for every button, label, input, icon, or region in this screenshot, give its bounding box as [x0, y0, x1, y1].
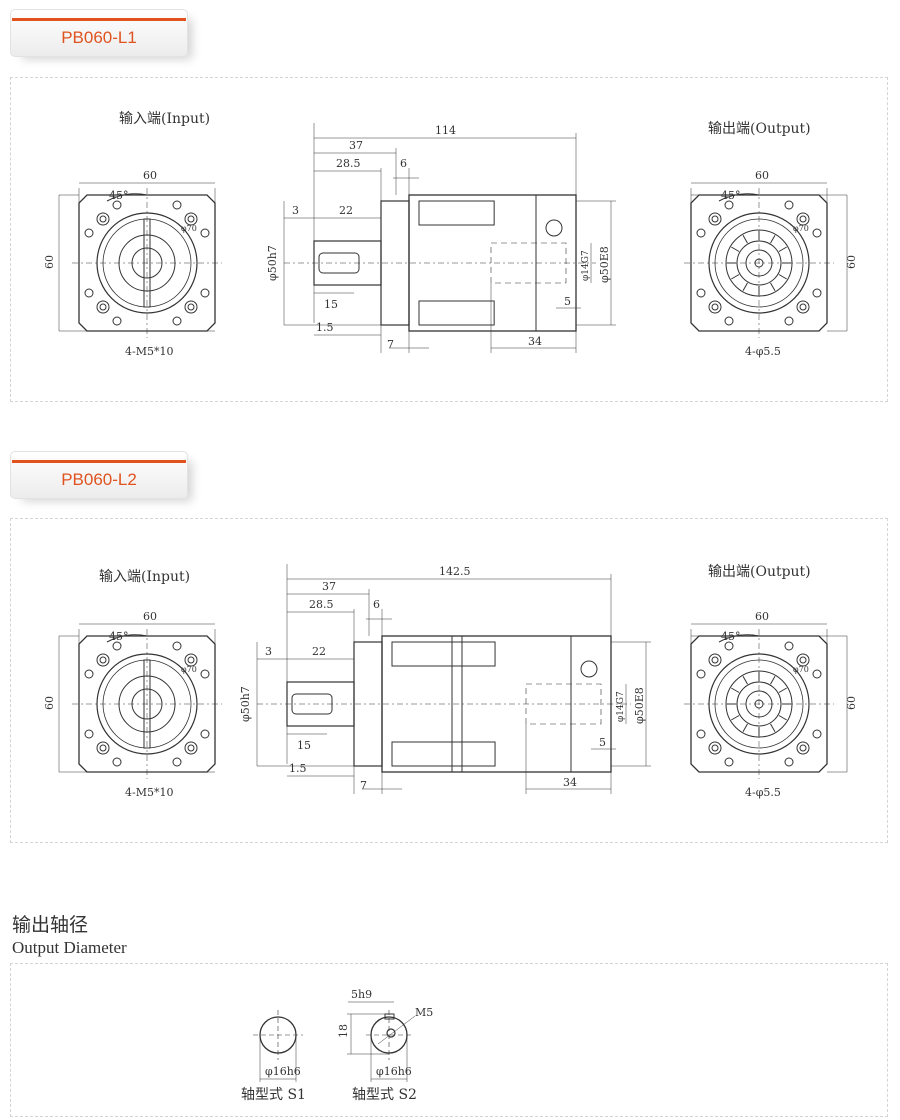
dim-1-5: 1.5: [316, 321, 334, 334]
dim-22: 22: [312, 645, 326, 658]
shaft-s1-drawing: φ16h6 轴型式 S1: [241, 1010, 306, 1103]
output-holes-dim: 4-φ5.5: [745, 786, 781, 799]
dim-15: 15: [297, 739, 311, 752]
spigot-diameter-dim: φ50E8: [598, 246, 611, 283]
s2-thread: M5: [415, 1006, 433, 1019]
side-view: [256, 564, 651, 794]
dim-22: 22: [339, 204, 353, 217]
section-heading-cn: 输出轴径: [12, 914, 89, 936]
input-height-dim: 60: [43, 255, 56, 269]
dim-34: 34: [528, 335, 542, 348]
output-flange-view: [684, 182, 848, 338]
input-width-dim: 60: [143, 169, 157, 182]
input-holes-dim: 4-M5*10: [125, 786, 173, 799]
dim-7: 7: [387, 338, 394, 351]
dim-3: 3: [292, 204, 299, 217]
drawing-panel-l2: 输入端(Input) 输出端(Output) 60 60 45° φ70 4-M5*10 60…: [10, 518, 888, 843]
overall-length-dim: 114: [435, 124, 456, 137]
input-height-dim: 60: [43, 696, 56, 710]
dim-6: 6: [400, 157, 407, 170]
input-width-dim: 60: [143, 610, 157, 623]
dim-15: 15: [324, 298, 338, 311]
model-title: PB060-L1: [61, 28, 137, 47]
pilot-diameter-dim: φ50h7: [266, 245, 279, 281]
dim-7: 7: [360, 779, 367, 792]
output-height-dim: 60: [845, 255, 858, 269]
model-title: PB060-L2: [61, 470, 137, 489]
dim-28-5: 28.5: [309, 598, 334, 611]
input-holes-dim: 4-M5*10: [125, 345, 173, 358]
model-tab-l1: PB060-L1: [10, 9, 188, 57]
dim-5: 5: [564, 295, 571, 308]
input-angle-dim: 45°: [109, 630, 129, 643]
spigot-diameter-dim: φ50E8: [633, 687, 646, 724]
s1-diameter: φ16h6: [265, 1065, 301, 1078]
output-pcd-dim: φ70: [793, 665, 809, 674]
dim-37: 37: [349, 139, 363, 152]
input-pcd-dim: φ70: [181, 224, 197, 233]
bore-diameter-dim: φ14G7: [616, 691, 626, 722]
output-width-dim: 60: [755, 169, 769, 182]
input-pcd-dim: φ70: [181, 665, 197, 674]
dim-37: 37: [322, 580, 336, 593]
output-height-dim: 60: [845, 696, 858, 710]
output-width-dim: 60: [755, 610, 769, 623]
bore-diameter-dim: φ14G7: [581, 250, 591, 281]
model-tab-l2: PB060-L2: [10, 451, 188, 499]
shaft-s2-drawing: 5h9 18 M5 φ16h6 轴型式 S2: [337, 988, 433, 1103]
dim-1-5: 1.5: [289, 762, 307, 775]
section-heading-en: Output Diameter: [12, 938, 127, 957]
output-side-label: 输出端(Output): [708, 121, 811, 137]
output-flange-view: [684, 623, 848, 779]
s2-key-width: 5h9: [351, 988, 372, 1001]
dim-28-5: 28.5: [336, 157, 361, 170]
input-flange-view: [58, 623, 222, 779]
s2-diameter: φ16h6: [376, 1065, 412, 1078]
side-view: [283, 123, 616, 353]
dim-5: 5: [599, 736, 606, 749]
input-side-label: 输入端(Input): [119, 111, 210, 127]
dim-34: 34: [563, 776, 577, 789]
dim-3: 3: [265, 645, 272, 658]
pilot-diameter-dim: φ50h7: [239, 686, 252, 722]
output-angle-dim: 45°: [721, 630, 741, 643]
output-side-label: 输出端(Output): [708, 564, 811, 580]
s2-label: 轴型式 S2: [352, 1087, 417, 1103]
s2-height: 18: [337, 1024, 350, 1038]
input-angle-dim: 45°: [109, 189, 129, 202]
dim-6: 6: [373, 598, 380, 611]
shaft-panel: φ16h6 轴型式 S1 5h9 18 M5 φ16h6 轴型式 S2: [10, 963, 888, 1117]
input-flange-view: [58, 182, 222, 338]
output-holes-dim: 4-φ5.5: [745, 345, 781, 358]
overall-length-dim: 142.5: [439, 565, 471, 578]
drawing-panel-l1: 输入端(Input) 输出端(Output) 60 60 45° φ70 4-M5*10 60…: [10, 77, 888, 402]
s1-label: 轴型式 S1: [241, 1087, 306, 1103]
output-pcd-dim: φ70: [793, 224, 809, 233]
input-side-label: 输入端(Input): [99, 569, 190, 585]
output-angle-dim: 45°: [721, 189, 741, 202]
